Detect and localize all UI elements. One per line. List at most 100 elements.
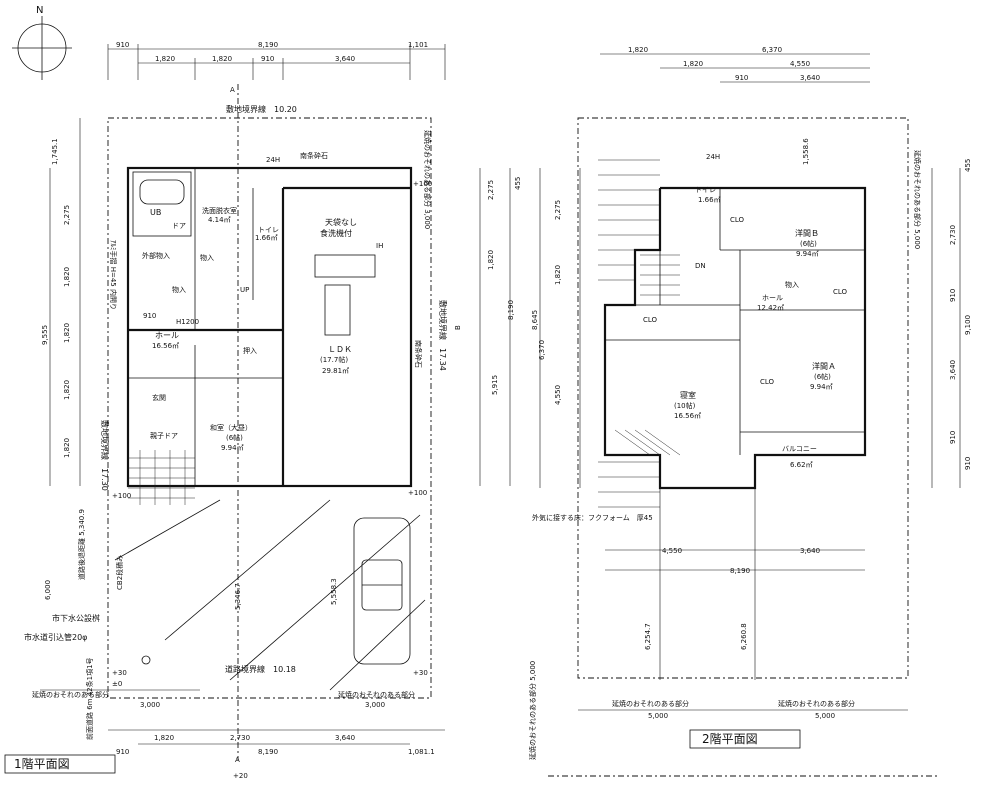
p2-fire-bottom1: 延焼のおそれのある部分 xyxy=(612,699,689,708)
p1-toilet: トイレ xyxy=(258,226,279,234)
p2-clo2: CLO xyxy=(833,288,848,296)
p1-bottom-dim-0: 910 xyxy=(116,748,129,756)
p1-fire-zone: 延焼のおそれのある部分 xyxy=(32,690,109,699)
p1-right-total1: 8,190 xyxy=(507,300,515,320)
p1-gravel-top: 南条砕石 xyxy=(300,151,328,160)
car-icon xyxy=(353,517,411,665)
p2-toilet-area: 1.66㎡ xyxy=(698,196,721,204)
p1-right-dim-455: 455 xyxy=(514,177,522,190)
p2-left-total1: 8,645 xyxy=(531,310,539,330)
p1-level-7: +20 xyxy=(233,772,248,780)
p1-fire-dim2: 3,000 xyxy=(365,701,385,709)
p1-bottom-sub-0: 1,820 xyxy=(154,734,174,742)
p2-fire-bottom2-dim: 5,000 xyxy=(815,712,835,720)
p1-left-total: 9,555 xyxy=(41,325,49,345)
p1-washroom-area: 4.14㎡ xyxy=(208,216,231,224)
p1-ldk-area: 29.81㎡ xyxy=(322,367,349,375)
p1-bottom-sub-1: 2,730 xyxy=(230,734,250,742)
p1-level-6: +30 xyxy=(413,669,428,677)
p1-axis-a-bottom: A xyxy=(235,756,240,764)
p1-h1200: H1200 xyxy=(176,318,199,326)
p2-hall-area: 12.42㎡ xyxy=(757,304,784,312)
p1-left-dim-2: 1,820 xyxy=(63,267,71,287)
p1-level-0: +100 xyxy=(413,180,432,188)
p1-fire-dim: 3,000 xyxy=(140,701,160,709)
p2-western-a-area: 9.94㎡ xyxy=(810,383,833,391)
p1-ih: IH xyxy=(376,242,383,250)
p2-western-b: 洋間Ｂ xyxy=(795,228,819,238)
p2-bottom-dim-0: 4,550 xyxy=(662,547,682,555)
p1-storage: 物入 xyxy=(200,253,214,262)
p2-top-dim-1: 6,370 xyxy=(762,46,782,54)
p2-24h: 24H xyxy=(706,153,720,161)
p1-door: ドア xyxy=(172,222,186,230)
p1-ldk-tatami: (17.7帖) xyxy=(320,355,348,364)
p1-entrance: 玄関 xyxy=(152,393,166,402)
p2-top-sub2-0: 910 xyxy=(735,74,748,82)
p2-storage: 物入 xyxy=(785,280,799,289)
p1-axis-b: B xyxy=(454,325,462,330)
p2-top-sub2-1: 3,640 xyxy=(800,74,820,82)
plan2: 1,820 6,370 1,820 4,550 910 3,640 xyxy=(528,46,972,777)
plan1: 910 8,190 1,101 1,820 1,820 910 3,640 A … xyxy=(4,41,522,780)
p1-boundary-top: 敷地境界線 10.20 xyxy=(226,104,297,114)
p2-western-b-tatami: (6帖) xyxy=(800,239,817,248)
p1-washitsu-tatami: (6帖) xyxy=(226,433,243,442)
p2-toilet: トイレ xyxy=(695,186,716,194)
p2-balcony: バルコニー xyxy=(782,445,817,453)
p2-right-dim-2: 910 xyxy=(949,289,957,302)
p1-toilet-area: 1.66㎡ xyxy=(255,234,278,242)
p2-right-dim-4: 910 xyxy=(949,431,957,444)
p1-axis-a-top: A xyxy=(230,86,235,94)
p1-kitchen-note2: 食洗機付 xyxy=(320,228,352,238)
p2-yard-dim-0: 6,254.7 xyxy=(644,623,652,650)
p1-retaining: CB2段積み xyxy=(115,555,124,590)
p2-right-dim-1: 2,730 xyxy=(949,225,957,245)
p1-left-dim-3: 1,820 xyxy=(63,323,71,343)
p2-title: 2階平面図 xyxy=(702,731,758,746)
p1-level-2: +100 xyxy=(408,489,427,497)
p1-top-dim-2: 1,101 xyxy=(408,41,428,49)
p1-washroom: 洗面脱衣室 xyxy=(202,206,237,215)
p2-bedroom: 寝室 xyxy=(680,390,696,400)
p2-right-total: 9,100 xyxy=(964,315,972,335)
p2-right-dim-3: 3,640 xyxy=(949,360,957,380)
p2-yard-dim-1: 6,260.8 xyxy=(740,623,748,650)
p1-hall-area: 16.56㎡ xyxy=(152,342,179,350)
p1-bottom-dim-1: 8,190 xyxy=(258,748,278,756)
p1-up: UP xyxy=(240,286,249,294)
p2-left-total2: 6,370 xyxy=(538,340,546,360)
p2-balcony-area: 6.62㎡ xyxy=(790,461,813,469)
p1-rail-note: ｱﾙﾐ手摺 H=45 内開り xyxy=(109,240,118,310)
p1-water: 市水道引込管20φ xyxy=(24,632,87,642)
p1-left-dim-0: 1,745.1 xyxy=(51,138,59,165)
p1-top-dim-0: 910 xyxy=(116,41,129,49)
p2-bedroom-tatami: (10帖) xyxy=(674,401,696,410)
p2-clo4: CLO xyxy=(760,378,775,386)
p2-bedroom-area: 16.56㎡ xyxy=(674,412,701,420)
p2-western-a-tatami: (6帖) xyxy=(814,372,831,381)
p1-fire-zone-right: 延焼のおそれのある部分 3,000 xyxy=(423,130,432,229)
p1-w910: 910 xyxy=(143,312,156,320)
p1-level-1: +100 xyxy=(112,492,131,500)
p1-yard-dim-1: 5,558.3 xyxy=(330,578,338,605)
p1-hall: ホール xyxy=(155,331,179,340)
p1-bottom-sub-2: 3,640 xyxy=(335,734,355,742)
p1-yard-dim-0: 5,346.7 xyxy=(234,583,242,610)
p1-left-dim-4: 1,820 xyxy=(63,380,71,400)
p1-24h: 24H xyxy=(266,156,280,164)
north-compass: N xyxy=(12,5,72,80)
p1-right-total2: 5,915 xyxy=(491,375,499,395)
p1-outside-storage: 外部物入 xyxy=(142,251,170,260)
p2-western-b-area: 9.94㎡ xyxy=(796,250,819,258)
p1-title: 1階平面図 xyxy=(14,756,70,771)
p1-kitchen-note1: 天袋なし xyxy=(325,217,357,227)
p1-bottom-dim-2: 1,081.1 xyxy=(408,748,435,756)
p1-storage2: 物入 xyxy=(172,285,186,294)
p2-clo3: CLO xyxy=(643,316,658,324)
p1-left-dim-1: 2,275 xyxy=(63,205,71,225)
p2-right-dim-5: 910 xyxy=(964,457,972,470)
p2-hall: ホール xyxy=(762,294,783,302)
p1-fire-zone2: 延焼のおそれのある部分 xyxy=(338,690,415,699)
p1-boundary-right: 敷地境界線 17.34 xyxy=(438,300,448,371)
